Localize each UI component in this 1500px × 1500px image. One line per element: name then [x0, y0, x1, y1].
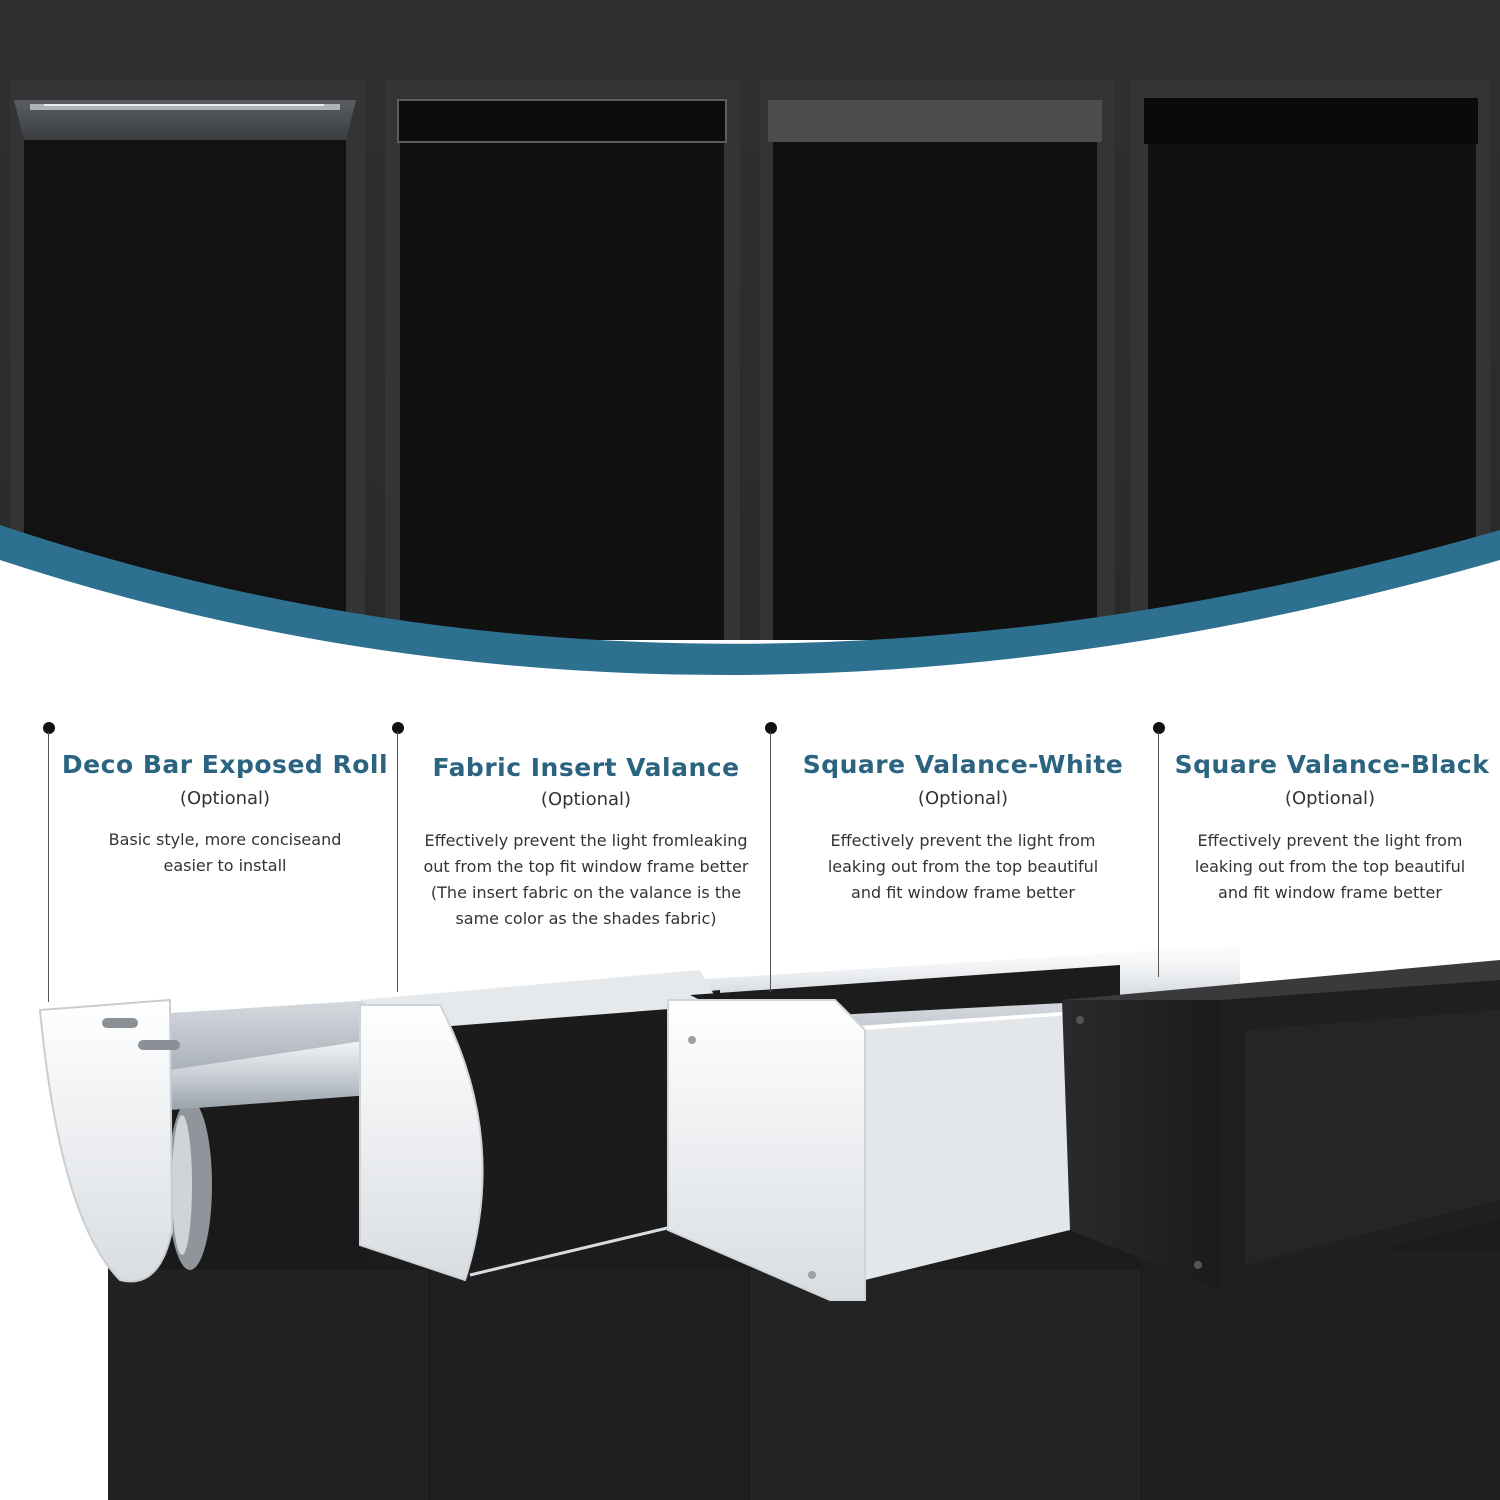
pointer-dot — [765, 722, 777, 734]
description-line: leaking out from the top beautiful — [827, 857, 1099, 876]
description-line: easier to install — [163, 856, 287, 875]
option-title: Fabric Insert Valance — [432, 753, 740, 782]
pointer-line — [770, 732, 771, 992]
pointer-line — [48, 732, 49, 1002]
option-title: Square Valance-White — [802, 750, 1124, 779]
option-description: Effectively prevent the light from leaki… — [1160, 828, 1500, 906]
optional-label: (Optional) — [540, 789, 632, 810]
description-line: Basic style, more conciseand — [108, 830, 342, 849]
option-square-white: Square Valance-White (Optional) Effectiv… — [765, 722, 1153, 1012]
optional-label: (Optional) — [1284, 788, 1376, 809]
description-line: Effectively prevent the light from — [830, 831, 1096, 850]
shade-square-white — [768, 100, 1102, 640]
option-description: Basic style, more conciseand easier to i… — [55, 827, 395, 879]
deco-bar-bracket — [38, 998, 370, 1283]
pointer-dot — [43, 722, 55, 734]
pointer-line — [1158, 732, 1159, 977]
description-line: and fit window frame better — [851, 883, 1075, 902]
description-line: leaking out from the top beautiful — [1194, 857, 1466, 876]
square-valance-black — [1062, 960, 1500, 1290]
option-title: Square Valance-Black — [1174, 750, 1490, 779]
description-line: (The insert fabric on the valance is the — [430, 883, 742, 902]
option-deco-bar: Deco Bar Exposed Roll (Optional) Basic s… — [35, 722, 415, 1012]
option-title: Deco Bar Exposed Roll — [61, 750, 389, 779]
option-fabric-insert: Fabric Insert Valance (Optional) Effecti… — [392, 722, 776, 1012]
pointer-line — [397, 732, 398, 992]
pointer-dot — [1153, 722, 1165, 734]
optional-label: (Optional) — [179, 788, 271, 809]
description-line: out from the top fit window frame better — [423, 857, 749, 876]
fabric-insert-valance — [359, 970, 720, 1282]
description-line: and fit window frame better — [1218, 883, 1442, 902]
option-description: Effectively prevent the light fromleakin… — [416, 828, 756, 932]
option-description: Effectively prevent the light from leaki… — [793, 828, 1133, 906]
description-line: Effectively prevent the light from — [1197, 831, 1463, 850]
option-square-black: Square Valance-Black (Optional) Effectiv… — [1110, 722, 1490, 1012]
optional-label: (Optional) — [917, 788, 1009, 809]
pointer-dot — [392, 722, 404, 734]
square-valance-white — [667, 965, 1120, 1301]
description-line: Effectively prevent the light fromleakin… — [424, 831, 748, 850]
shade-fabric-insert — [397, 99, 727, 640]
description-line: same color as the shades fabric) — [455, 909, 717, 928]
